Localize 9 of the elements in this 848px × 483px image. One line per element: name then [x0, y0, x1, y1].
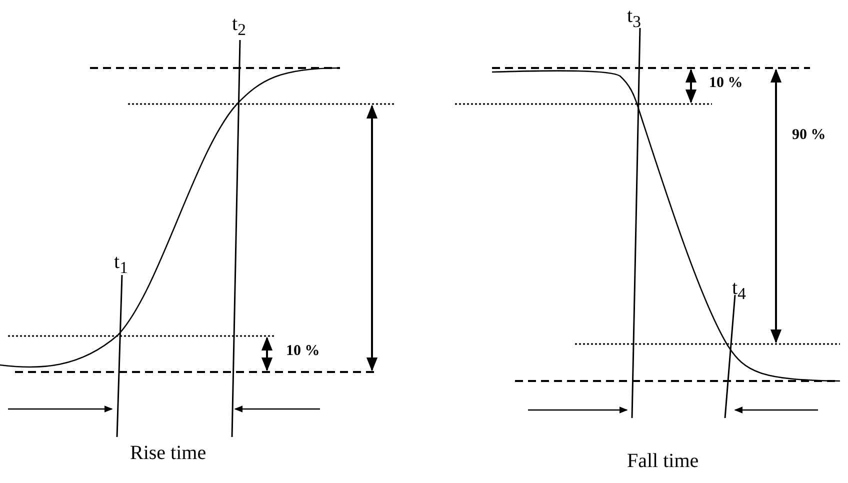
percentage-label: 10 %: [286, 344, 320, 359]
percentage-label: 10 %: [709, 76, 743, 91]
time-label: t$_{3}$: [627, 6, 641, 31]
caption-text: Rise time: [130, 443, 206, 463]
time-label: t$_{4}$: [732, 278, 746, 303]
caption-text: Fall time: [627, 451, 699, 471]
time-label: t$_{1}$: [114, 252, 128, 277]
time-label: t$_{2}$: [232, 14, 246, 39]
percentage-label: 90 %: [792, 128, 826, 143]
